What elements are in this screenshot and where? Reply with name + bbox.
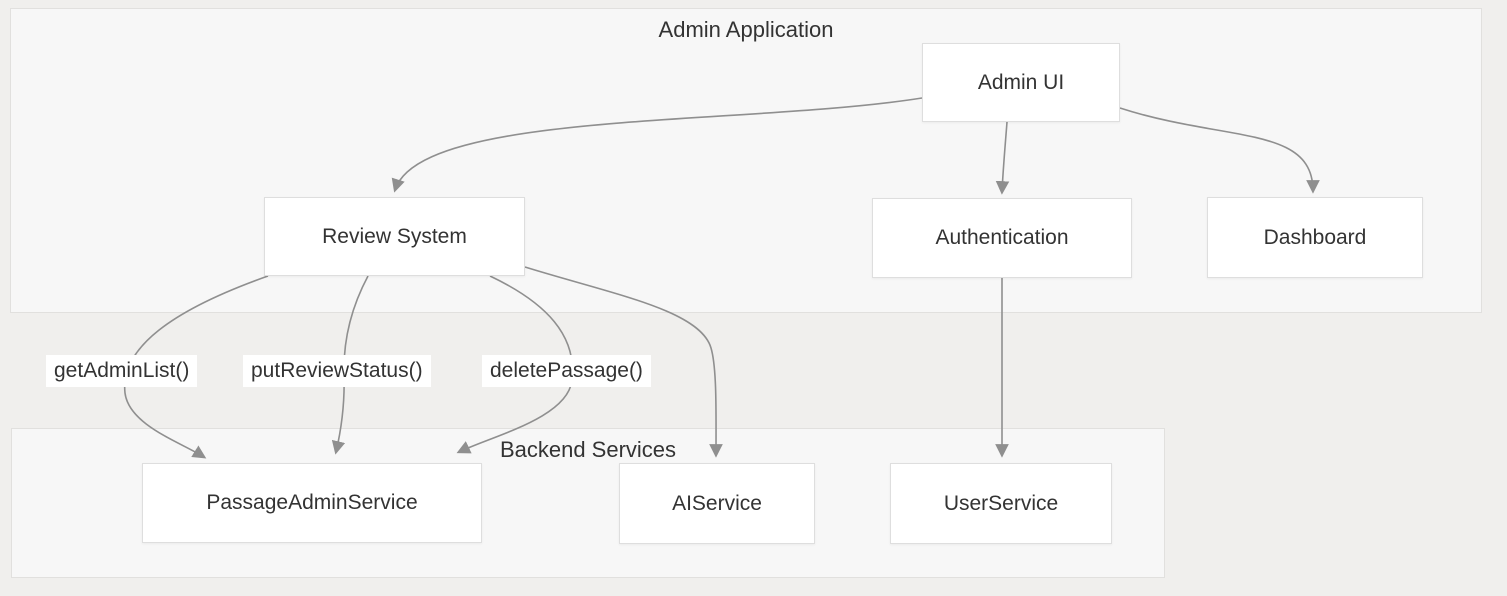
node-ai-service-label: AIService	[672, 491, 762, 515]
node-review-system: Review System	[264, 197, 525, 276]
node-user-service-label: UserService	[943, 491, 1059, 515]
node-ai-service: AIService	[619, 463, 815, 544]
node-passage-admin-service: PassageAdminService	[142, 463, 482, 543]
edge-admin-ui-dashboard	[1119, 107, 1320, 194]
node-dashboard: Dashboard	[1207, 197, 1423, 278]
node-authentication: Authentication	[872, 198, 1132, 278]
edge-review-system-ai-service	[524, 266, 723, 458]
edge-label-deletepassage: deletePassage()	[482, 355, 651, 387]
node-authentication-label: Authentication	[935, 226, 1069, 249]
node-admin-ui-label: Admin UI	[977, 70, 1065, 94]
edge-admin-ui-review-system	[391, 97, 923, 193]
edge-label-putreviewstatus: putReviewStatus()	[243, 355, 431, 387]
edge-label-getadminlist: getAdminList()	[46, 355, 198, 387]
node-passage-admin-service-label: PassageAdminService	[206, 491, 418, 514]
node-admin-ui: Admin UI	[922, 43, 1120, 122]
node-review-system-label: Review System	[322, 224, 467, 248]
node-user-service: UserService	[890, 463, 1112, 544]
subgraph-admin-application-title: Admin Application	[658, 17, 834, 42]
edge-admin-ui-authentication	[995, 121, 1010, 195]
node-dashboard-label: Dashboard	[1263, 225, 1367, 249]
subgraph-backend-services-title: Backend Services	[499, 437, 677, 462]
subgraph-admin-application: Admin Application	[10, 8, 1482, 313]
